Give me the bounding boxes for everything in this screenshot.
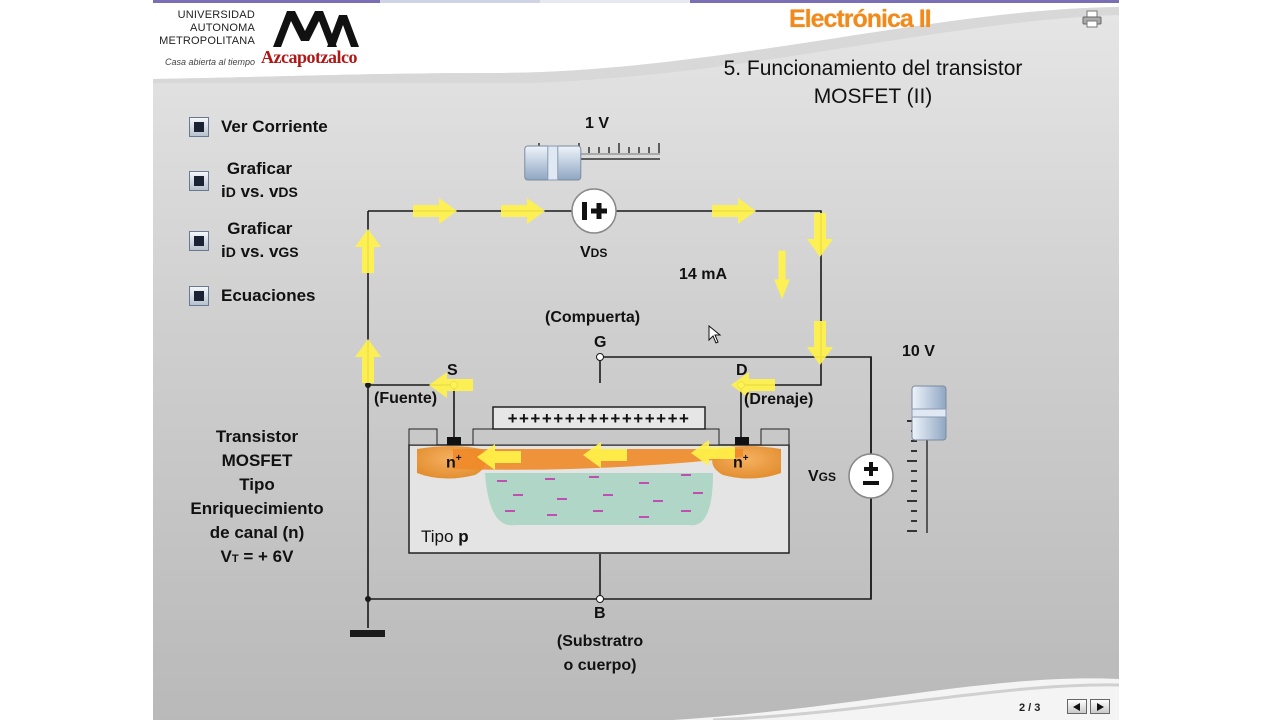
source-label: S xyxy=(447,362,458,379)
slide-stage: UNIVERSIDAD AUTONOMA METROPOLITANA Casa … xyxy=(153,3,1119,720)
prev-slide-button[interactable] xyxy=(1067,699,1087,714)
next-slide-button[interactable] xyxy=(1090,699,1110,714)
gate-label: G xyxy=(594,334,607,351)
page-number: 2 / 3 xyxy=(1019,702,1041,714)
drain-current: 14 mA xyxy=(679,266,728,283)
menu-ecuaciones[interactable]: Ecuaciones xyxy=(189,284,316,307)
mosfet-circuit: ++++++++++++++++ xyxy=(350,143,947,637)
n-plus-drain: n+ xyxy=(733,453,749,472)
browser-top-line xyxy=(0,0,1280,3)
vds-label: VDS xyxy=(580,244,608,261)
footer-band xyxy=(673,678,1119,720)
mouse-cursor-icon xyxy=(708,325,722,344)
vgs-label: VGS xyxy=(808,468,837,485)
substrate-type: Tipo p xyxy=(421,527,469,546)
uam-logo-icon xyxy=(273,11,359,47)
vds-slider[interactable] xyxy=(524,143,660,181)
vds-source-icon xyxy=(571,188,617,234)
vds-slider-knob[interactable] xyxy=(524,145,582,181)
vds-value: 1 V xyxy=(585,115,610,132)
right-margin xyxy=(1119,0,1280,720)
course-title: Electrónica II xyxy=(789,5,932,33)
arrow-left-icon xyxy=(1073,702,1080,711)
menu-button-icon[interactable] xyxy=(189,170,209,191)
body-label: B xyxy=(594,605,606,622)
mosfet-device xyxy=(408,406,790,554)
menu-graficar-vgs[interactable]: Graficar iD vs. vGS xyxy=(189,217,299,264)
menu-button-icon[interactable] xyxy=(189,285,209,306)
menu-graficar-vds[interactable]: Graficar iD vs. vDS xyxy=(189,157,298,204)
university-logo: UNIVERSIDAD AUTONOMA METROPOLITANA Casa … xyxy=(159,7,359,73)
university-tagline: Casa abierta al tiempo xyxy=(165,57,256,67)
menu-button-icon[interactable] xyxy=(189,230,209,251)
menu-button-icon[interactable] xyxy=(189,116,209,137)
drain-name: (Drenaje) xyxy=(744,391,814,408)
arrow-right-icon xyxy=(1097,702,1104,711)
drain-label: D xyxy=(736,362,748,379)
header-band: UNIVERSIDAD AUTONOMA METROPOLITANA Casa … xyxy=(153,3,1119,83)
printer-icon[interactable] xyxy=(1082,10,1102,28)
body-name: (Substratro o cuerpo) xyxy=(556,633,644,674)
vgs-slider[interactable] xyxy=(907,385,947,533)
ground-icon xyxy=(350,630,385,637)
source-name: (Fuente) xyxy=(374,390,438,407)
left-margin xyxy=(0,0,153,720)
gate-name: (Compuerta) xyxy=(545,309,641,326)
vgs-source-icon xyxy=(848,453,894,499)
n-plus-source: n+ xyxy=(446,453,462,472)
menu-ver-corriente[interactable]: Ver Corriente xyxy=(189,115,328,138)
mosfet-description: Transistor MOSFET Tipo Enriquecimiento d… xyxy=(190,427,324,566)
gate-charge-label: ++++++++++++++++ xyxy=(508,409,691,428)
vgs-value: 10 V xyxy=(902,343,935,360)
slide-title: 5. Funcionamiento del transistor MOSFET … xyxy=(723,57,1023,108)
campus-name: Azcapotzalco xyxy=(261,47,357,67)
vgs-slider-knob[interactable] xyxy=(911,385,947,441)
